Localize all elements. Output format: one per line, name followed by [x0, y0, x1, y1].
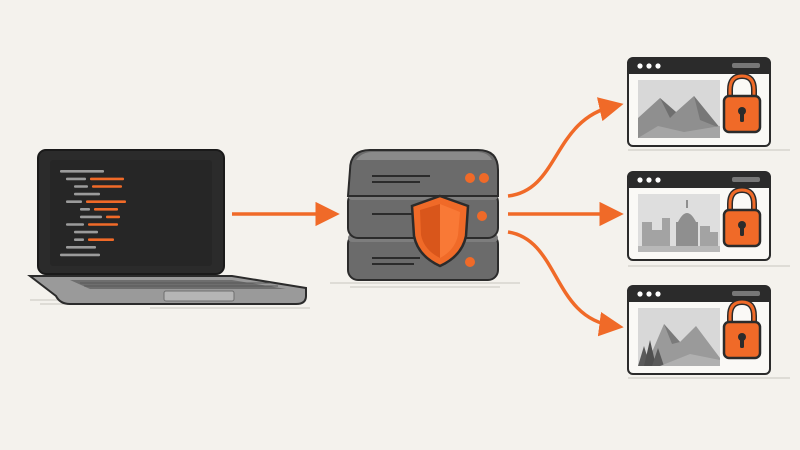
padlock-icon	[722, 72, 762, 134]
code-line	[60, 253, 100, 257]
code-token	[88, 238, 114, 241]
server-unit-1	[346, 149, 499, 197]
shield-icon	[410, 194, 470, 268]
code-line	[66, 177, 86, 181]
code-line	[74, 185, 88, 188]
mountain-forest-icon	[638, 324, 720, 366]
code-line	[74, 192, 100, 196]
browser-window-icon	[627, 171, 790, 267]
arrow-server-to-site-3	[507, 230, 624, 337]
laptop-keyboard	[70, 280, 286, 289]
code-token	[106, 215, 120, 219]
code-line	[60, 170, 104, 173]
code-line	[80, 208, 90, 211]
city-skyline-icon	[638, 200, 720, 252]
status-light-2	[477, 211, 487, 221]
arrow-server-to-site-1	[507, 97, 624, 198]
mountain-landscape-icon	[638, 96, 720, 138]
code-token	[86, 200, 126, 203]
browser-window-icon	[627, 285, 790, 379]
status-light-3	[465, 257, 475, 267]
code-line	[66, 223, 84, 226]
padlock-icon	[722, 186, 762, 248]
code-lines	[60, 170, 126, 257]
code-line	[66, 200, 82, 203]
code-line	[80, 215, 102, 219]
laptop-screen	[50, 160, 212, 266]
laptop-code-icon	[27, 149, 310, 309]
code-line	[74, 238, 84, 241]
code-token	[90, 177, 124, 181]
keyboard-keys	[80, 282, 278, 287]
code-line	[74, 230, 98, 234]
server-shadow	[330, 282, 520, 288]
padlock-icon	[722, 298, 762, 360]
status-light-1	[465, 173, 475, 183]
code-line	[66, 246, 96, 249]
browser-window-icon	[627, 57, 790, 151]
code-token	[94, 208, 118, 211]
code-token	[92, 185, 122, 188]
server-stack-icon	[330, 149, 520, 288]
laptop-touchpad	[163, 290, 235, 302]
code-token	[88, 223, 118, 226]
